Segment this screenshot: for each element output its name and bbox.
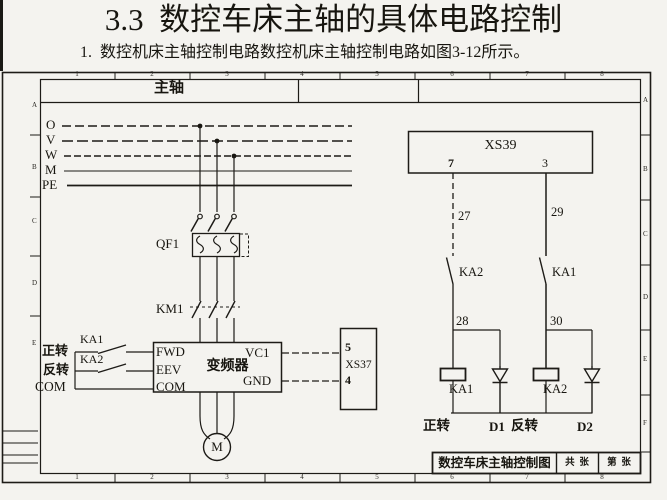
inverter-pin-gnd: GND — [243, 373, 272, 388]
bus-label-w: W — [45, 147, 58, 162]
zone-letter-right: D — [643, 293, 649, 301]
zone-number-top: 1 — [75, 70, 79, 78]
zone-number-top: 7 — [525, 70, 529, 78]
relay-forward-label: 正转 — [423, 418, 450, 433]
common-input-label: COM — [35, 379, 66, 394]
title-block-sheet-total: 共 张 — [565, 458, 589, 468]
zone-letter-right: F — [643, 419, 647, 427]
zone-letter-left: C — [32, 217, 37, 225]
connector-xs39-box — [407, 130, 594, 174]
inverter-pin-com: COM — [156, 379, 186, 394]
diode-d2-symbol — [583, 366, 601, 413]
title-block-grid — [431, 451, 642, 475]
forward-input-label: 正转 — [42, 343, 69, 358]
zone-number-top: 3 — [225, 70, 229, 78]
diode-d2-label: D2 — [577, 419, 593, 434]
relay-right-branch — [451, 173, 601, 414]
zone-number-bottom: 7 — [525, 473, 529, 481]
zone-letter-right: C — [643, 230, 648, 238]
zone-letter-left: D — [32, 279, 38, 287]
relay-reverse-label: 反转 — [511, 418, 538, 433]
contact-ka1-label: KA1 — [552, 265, 577, 279]
drawing-frame — [1, 71, 652, 484]
wire-27-label: 27 — [458, 209, 471, 223]
zone-number-top: 6 — [450, 70, 454, 78]
diode-d1-label: D1 — [489, 419, 505, 434]
reverse-contact-ka2-label: KA2 — [80, 352, 104, 366]
wire-29-label: 29 — [551, 205, 564, 219]
wire-28-label: 28 — [456, 314, 469, 328]
zone-letter-left: E — [32, 339, 37, 347]
breaker-qf1-symbol — [190, 213, 249, 301]
relay-coil-ka2-symbol — [532, 367, 560, 382]
bus-label-o: O — [46, 117, 56, 132]
bus-label-v: V — [46, 132, 56, 147]
diode-d1-symbol — [491, 366, 509, 413]
inverter-pin-vc1: VC1 — [245, 345, 270, 360]
zone-letter-right: B — [643, 165, 648, 173]
coil-ka1-label: KA1 — [449, 382, 474, 396]
relay-left-branch — [439, 173, 509, 413]
zone-letter-right: E — [643, 355, 648, 363]
connector-xs37-box — [339, 327, 378, 411]
bus-label-m: M — [45, 162, 57, 177]
zone-letter-left: B — [32, 163, 37, 171]
page-subtitle: 1. 数控机床主轴控制电路数控机床主轴控制电路如图3-12所示。 — [80, 44, 530, 61]
contactor-km1-label: KM1 — [156, 301, 184, 316]
wire-30-label: 30 — [550, 314, 563, 328]
xs39-pin-7: 7 — [448, 156, 454, 170]
xs39-pin-3: 3 — [542, 156, 548, 170]
zone-number-top: 2 — [150, 70, 154, 78]
coil-ka2-label: KA2 — [543, 382, 568, 396]
zone-number-top: 4 — [300, 70, 304, 78]
forward-contact-ka1-label: KA1 — [80, 332, 104, 346]
zone-number-bottom: 2 — [150, 473, 154, 481]
control-contact-symbols — [74, 344, 154, 390]
relay-coil-ka1-symbol — [439, 367, 467, 382]
bus-label-pe: PE — [42, 177, 58, 192]
contact-ka2-label: KA2 — [459, 265, 484, 279]
zone-letter-left: A — [32, 101, 38, 109]
motor-symbol — [199, 392, 235, 462]
zone-number-bottom: 8 — [600, 473, 604, 481]
zone-number-bottom: 1 — [75, 473, 79, 481]
xs39-name: XS39 — [484, 138, 517, 153]
reverse-input-label: 反转 — [43, 362, 70, 377]
zone-number-bottom: 3 — [225, 473, 229, 481]
xs37-pin-5: 5 — [345, 340, 351, 354]
scan-edge-artifact — [0, 0, 3, 71]
zone-number-bottom: 6 — [450, 473, 454, 481]
power-bus-lines — [62, 123, 352, 212]
title-block-drawing-title: 数控车床主轴控制图 — [438, 456, 551, 470]
motor-letter: M — [211, 439, 223, 454]
inverter-pin-fwd: FWD — [156, 344, 185, 359]
xs37-pin-4: 4 — [345, 373, 351, 387]
zone-number-top: 8 — [600, 70, 604, 78]
zone-number-top: 5 — [375, 70, 379, 78]
drawing-header-label: 主轴 — [153, 80, 184, 96]
xs37-name: XS37 — [345, 359, 372, 371]
contactor-km1-symbol — [190, 300, 240, 342]
page-title: 3.3 数控车床主轴的具体电路控制 — [104, 2, 563, 37]
zone-number-bottom: 4 — [300, 473, 304, 481]
zone-number-bottom: 5 — [375, 473, 379, 481]
breaker-qf1-label: QF1 — [156, 236, 180, 251]
inverter-pin-rev: EEV — [156, 362, 182, 377]
zone-letter-right: A — [643, 96, 649, 104]
title-block-sheet-number: 第 张 — [607, 458, 631, 468]
inverter-name: 变频器 — [206, 359, 249, 374]
